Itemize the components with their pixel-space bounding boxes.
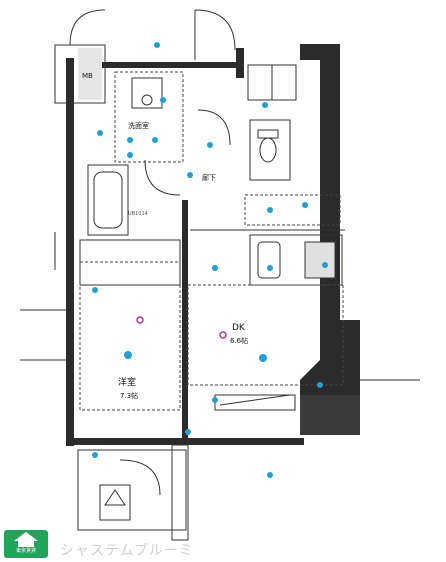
- wall-right-bottom: [300, 395, 360, 435]
- smoke-sensor: [136, 316, 144, 324]
- watermark: シャステムブルーミ: [60, 543, 194, 559]
- outlet: [185, 429, 191, 435]
- outlet: [127, 137, 133, 143]
- outlet: [267, 472, 273, 478]
- outlet: [124, 351, 132, 359]
- balcony-rail: [171, 444, 189, 541]
- outlet: [302, 202, 308, 208]
- outlet: [207, 142, 213, 148]
- wall-top: [100, 62, 240, 68]
- washroom-boundary: [114, 71, 184, 163]
- wall-partition: [182, 200, 188, 440]
- outlet: [212, 265, 218, 271]
- outlet: [160, 97, 166, 103]
- toilet: [259, 137, 277, 163]
- kitchen-sink: [257, 241, 281, 279]
- door-arc-corridor: [197, 109, 231, 146]
- washroom-label: 洗面室: [128, 121, 149, 130]
- outdoor-unit-mark: [104, 489, 126, 506]
- outlet: [154, 42, 160, 48]
- counter-diagonal: [219, 394, 291, 406]
- ub-label: UB1014: [128, 211, 148, 217]
- outlet: [97, 130, 103, 136]
- wall-left: [66, 58, 74, 446]
- wall-bottom: [66, 438, 304, 445]
- mb-box: [54, 44, 106, 104]
- door-arc-mb: [69, 9, 106, 46]
- mb-label: MB: [82, 72, 93, 80]
- house-icon: [14, 532, 38, 547]
- outlet: [262, 102, 268, 108]
- outlet: [127, 152, 133, 158]
- bathtub-room: [87, 164, 129, 236]
- outlet: [267, 207, 273, 213]
- door-arc-entrance: [194, 9, 236, 51]
- bathtub: [93, 171, 123, 229]
- outlet: [212, 397, 218, 403]
- toilet-tank: [257, 129, 279, 139]
- outlet: [152, 137, 158, 143]
- outlet: [322, 262, 328, 268]
- washing-machine-pan: [131, 77, 163, 109]
- western-room-size: 7.3帖: [120, 391, 138, 400]
- dk-boundary: [187, 284, 344, 386]
- toilet-room: [249, 119, 291, 181]
- outdoor-unit: [99, 484, 131, 521]
- outlet: [259, 354, 267, 362]
- mb-shaft: [78, 48, 102, 100]
- door-arc-balcony: [119, 459, 161, 496]
- stove: [304, 241, 336, 279]
- outlet: [92, 452, 98, 458]
- corridor-label: 廊下: [202, 173, 216, 182]
- outlet: [267, 265, 273, 271]
- fridge-space: [244, 194, 341, 226]
- balcony: [77, 449, 187, 531]
- dk-size: 6.6帖: [230, 336, 248, 345]
- outlet: [92, 287, 98, 293]
- wall-right-column: [300, 44, 360, 430]
- outlet: [187, 172, 193, 178]
- logo-text: 東京賃貸: [15, 548, 36, 554]
- low-shelf: [214, 394, 296, 411]
- outlet: [317, 382, 323, 388]
- western-room-label: 洋室: [118, 376, 136, 388]
- smoke-sensor: [219, 331, 227, 339]
- dk-label: DK: [232, 323, 246, 333]
- company-logo: 東京賃貸: [4, 530, 48, 558]
- door-arc-bath: [144, 159, 181, 196]
- drain: [141, 94, 153, 106]
